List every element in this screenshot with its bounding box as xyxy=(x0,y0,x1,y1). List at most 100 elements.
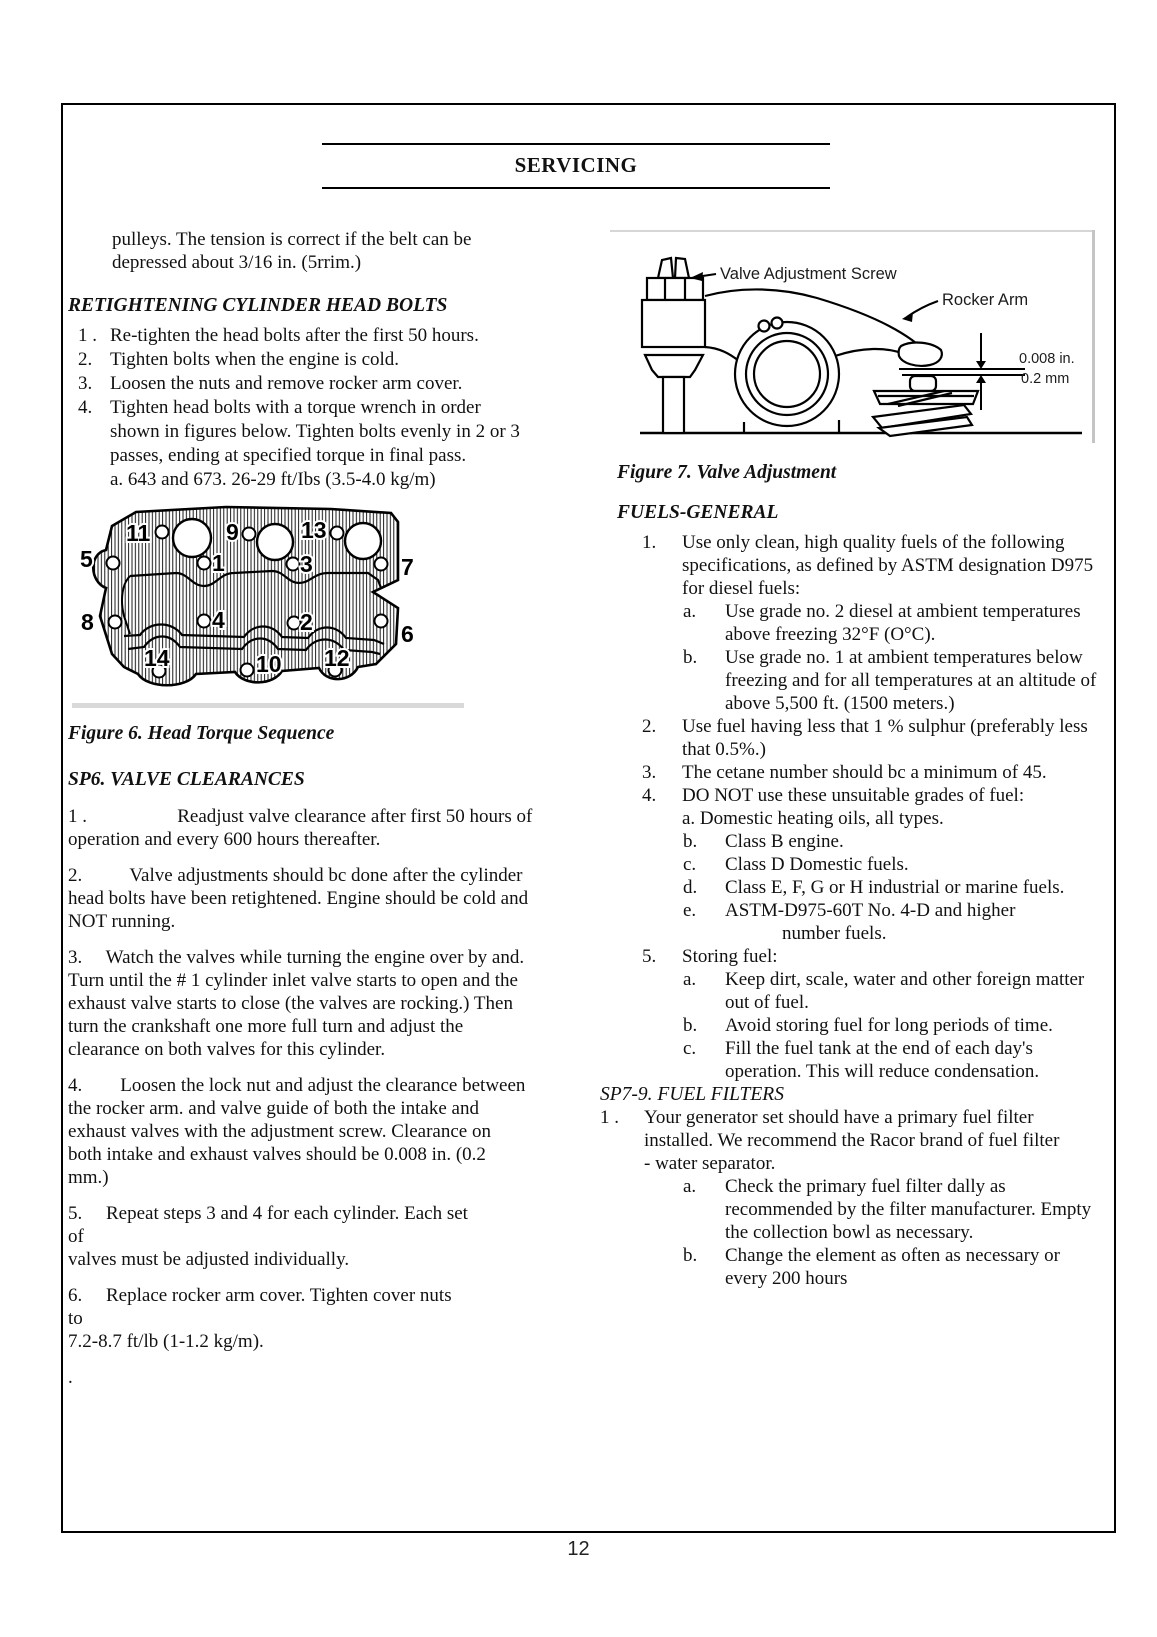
list-marker: a. xyxy=(683,1176,697,1197)
torque-seq-label: 6 xyxy=(401,621,414,647)
list-text: Your generator set should have a primary… xyxy=(644,1107,1060,1174)
sub-list-item: b. Change the element as often as necess… xyxy=(683,1244,1104,1290)
list-marker: e. xyxy=(683,900,697,921)
figure7-caption: Figure 7. Valve Adjustment xyxy=(617,462,837,483)
list-marker: 4. xyxy=(78,397,93,418)
torque-seq-label: 7 xyxy=(401,554,414,580)
torque-seq-label: 3 xyxy=(300,551,313,577)
list-text: Tighten head bolts with a torque wrench … xyxy=(110,397,520,490)
gasket-contour-lower-b xyxy=(127,635,381,656)
section-heading-valve-clearances: SP6. VALVE CLEARANCES xyxy=(68,769,305,790)
torque-seq-label: 4 xyxy=(212,607,225,633)
sub-list-item: a. Use grade no. 2 diesel at ambient tem… xyxy=(683,600,1104,646)
paragraph: 4. Loosen the lock nut and adjust the cl… xyxy=(68,1075,526,1188)
page-number: 12 xyxy=(567,1538,590,1560)
torque-seq-label: 12 xyxy=(324,645,350,671)
section-heading-retightening: RETIGHTENING CYLINDER HEAD BOLTS xyxy=(68,295,448,316)
figure7-label-gap-mm: 0.2 mm xyxy=(1021,371,1069,387)
head-torque-sequence-drawing: 1 2 3 4 5 6 7 8 9 10 11 12 13 14 xyxy=(78,505,416,687)
list-marker: a. xyxy=(683,969,697,990)
section-heading-fuel-filters: SP7-9. FUEL FILTERS xyxy=(600,1084,784,1105)
bolt-holes xyxy=(105,524,389,679)
list-marker: 1 . xyxy=(78,325,97,346)
valve-adjustment-drawing: Valve Adjustment Screw Rocker Arm 0.008 … xyxy=(610,230,1095,443)
list-text: Class E, F, G or H industrial or marine … xyxy=(725,877,1065,898)
list-item: 2. Use fuel having less that 1 % sulphur… xyxy=(617,715,1104,761)
sub-list-item: c. Class D Domestic fuels. xyxy=(683,853,1104,876)
figure6-caption: Figure 6. Head Torque Sequence xyxy=(68,723,335,744)
list-marker: 2. xyxy=(78,349,93,370)
list-text: Keep dirt, scale, water and other foreig… xyxy=(725,969,1085,1013)
intro-paragraph: pulleys. The tension is correct if the b… xyxy=(112,229,472,273)
list-marker: b. xyxy=(683,831,698,852)
torque-seq-label: 9 xyxy=(226,519,239,545)
list-marker: 1 . xyxy=(600,1107,619,1128)
list-text: Change the element as often as necessary… xyxy=(725,1245,1061,1289)
list-text: Avoid storing fuel for long periods of t… xyxy=(725,1015,1053,1036)
list-marker: c. xyxy=(683,854,697,875)
list-marker: 3. xyxy=(78,373,93,394)
torque-seq-label: 5 xyxy=(80,546,93,572)
screw-tip xyxy=(656,256,675,280)
right-column: Valve Adjustment Screw Rocker Arm 0.008 … xyxy=(600,230,1104,1290)
cylinder-bore xyxy=(255,522,295,562)
list-text: Re-tighten the head bolts after the firs… xyxy=(110,325,479,346)
section-heading-fuels: FUELS-GENERAL xyxy=(617,502,779,523)
sub-list-item: d. Class E, F, G or H industrial or mari… xyxy=(683,876,1104,899)
list-item: 5. Storing fuel: xyxy=(617,945,1104,968)
list-text: Tighten bolts when the engine is cold. xyxy=(110,349,400,370)
list-item: 3. The cetane number should bc a minimum… xyxy=(617,761,1104,784)
sub-list-item: a. Keep dirt, scale, water and other for… xyxy=(683,968,1104,1014)
lock-nut xyxy=(645,276,705,302)
sub-list-item: b. Use grade no. 1 at ambient temperatur… xyxy=(683,646,1104,715)
list-marker: 3. xyxy=(642,762,657,783)
page-border xyxy=(61,103,1116,1533)
figure7-label-gap-in: 0.008 in. xyxy=(1019,351,1075,367)
list-text: Loosen the nuts and remove rocker arm co… xyxy=(110,373,463,394)
snap-ring-ear xyxy=(757,319,771,333)
rocker-arm-left-end xyxy=(640,298,707,349)
valve-spring-coil xyxy=(870,403,974,430)
list-item: 3. Loosen the nuts and remove rocker arm… xyxy=(68,372,552,396)
list-text: ASTM-D975-60T No. 4-D and higher number … xyxy=(725,900,1016,944)
sub-list-item: b. Class B engine. xyxy=(683,830,1104,853)
gasket-contour-upper xyxy=(129,569,383,589)
sub-list-item: b. Avoid storing fuel for long periods o… xyxy=(683,1014,1104,1037)
torque-seq-label: 8 xyxy=(81,609,94,635)
paragraph: 6. Replace rocker arm cover. Tighten cov… xyxy=(68,1285,452,1352)
sub-list-item: c. Fill the fuel tank at the end of each… xyxy=(683,1037,1104,1083)
torque-seq-label: 1 xyxy=(212,550,225,576)
list-item: 2. Tighten bolts when the engine is cold… xyxy=(68,348,552,372)
list-item: 1. Use only clean, high quality fuels of… xyxy=(617,531,1104,600)
list-text: Check the primary fuel filter dally as r… xyxy=(725,1176,1092,1243)
torque-seq-label: 2 xyxy=(300,609,313,635)
list-text: Storing fuel: xyxy=(682,946,778,967)
torque-seq-label: 13 xyxy=(301,517,327,543)
gasket-contour-left xyxy=(121,575,131,635)
sub-list-item: a. Check the primary fuel filter dally a… xyxy=(683,1175,1104,1244)
paragraph: 2. Valve adjustments should bc done afte… xyxy=(68,865,529,932)
list-marker: b. xyxy=(683,1245,698,1266)
list-marker: 4. xyxy=(642,785,657,806)
spring-seat xyxy=(643,353,705,379)
torque-seq-label: 10 xyxy=(256,651,282,677)
list-marker: d. xyxy=(683,877,698,898)
list-marker: 1. xyxy=(642,532,657,553)
figure7-image: Valve Adjustment Screw Rocker Arm 0.008 … xyxy=(592,230,1104,449)
gasket-contour-lower-a xyxy=(123,623,385,646)
valve-spring-coil xyxy=(876,415,974,438)
list-marker: b. xyxy=(683,647,698,668)
list-text: Use grade no. 2 diesel at ambient temper… xyxy=(725,601,1081,645)
valve-stem-left xyxy=(661,375,686,435)
paragraph: . xyxy=(68,1367,73,1388)
screw-tip xyxy=(673,256,691,280)
rocker-arm-tip xyxy=(897,341,943,367)
retightening-list: 1 . Re-tighten the head bolts after the … xyxy=(68,324,552,492)
list-marker: c. xyxy=(683,1038,697,1059)
paragraph: 3. Watch the valves while turning the en… xyxy=(68,947,525,1060)
page-title: SERVICING xyxy=(514,153,638,177)
list-text: Use fuel having less that 1 % sulphur (p… xyxy=(682,716,1088,760)
figure6-image: 1 2 3 4 5 6 7 8 9 10 11 12 13 14 xyxy=(72,496,552,708)
list-item: 4. Tighten head bolts with a torque wren… xyxy=(68,396,552,492)
